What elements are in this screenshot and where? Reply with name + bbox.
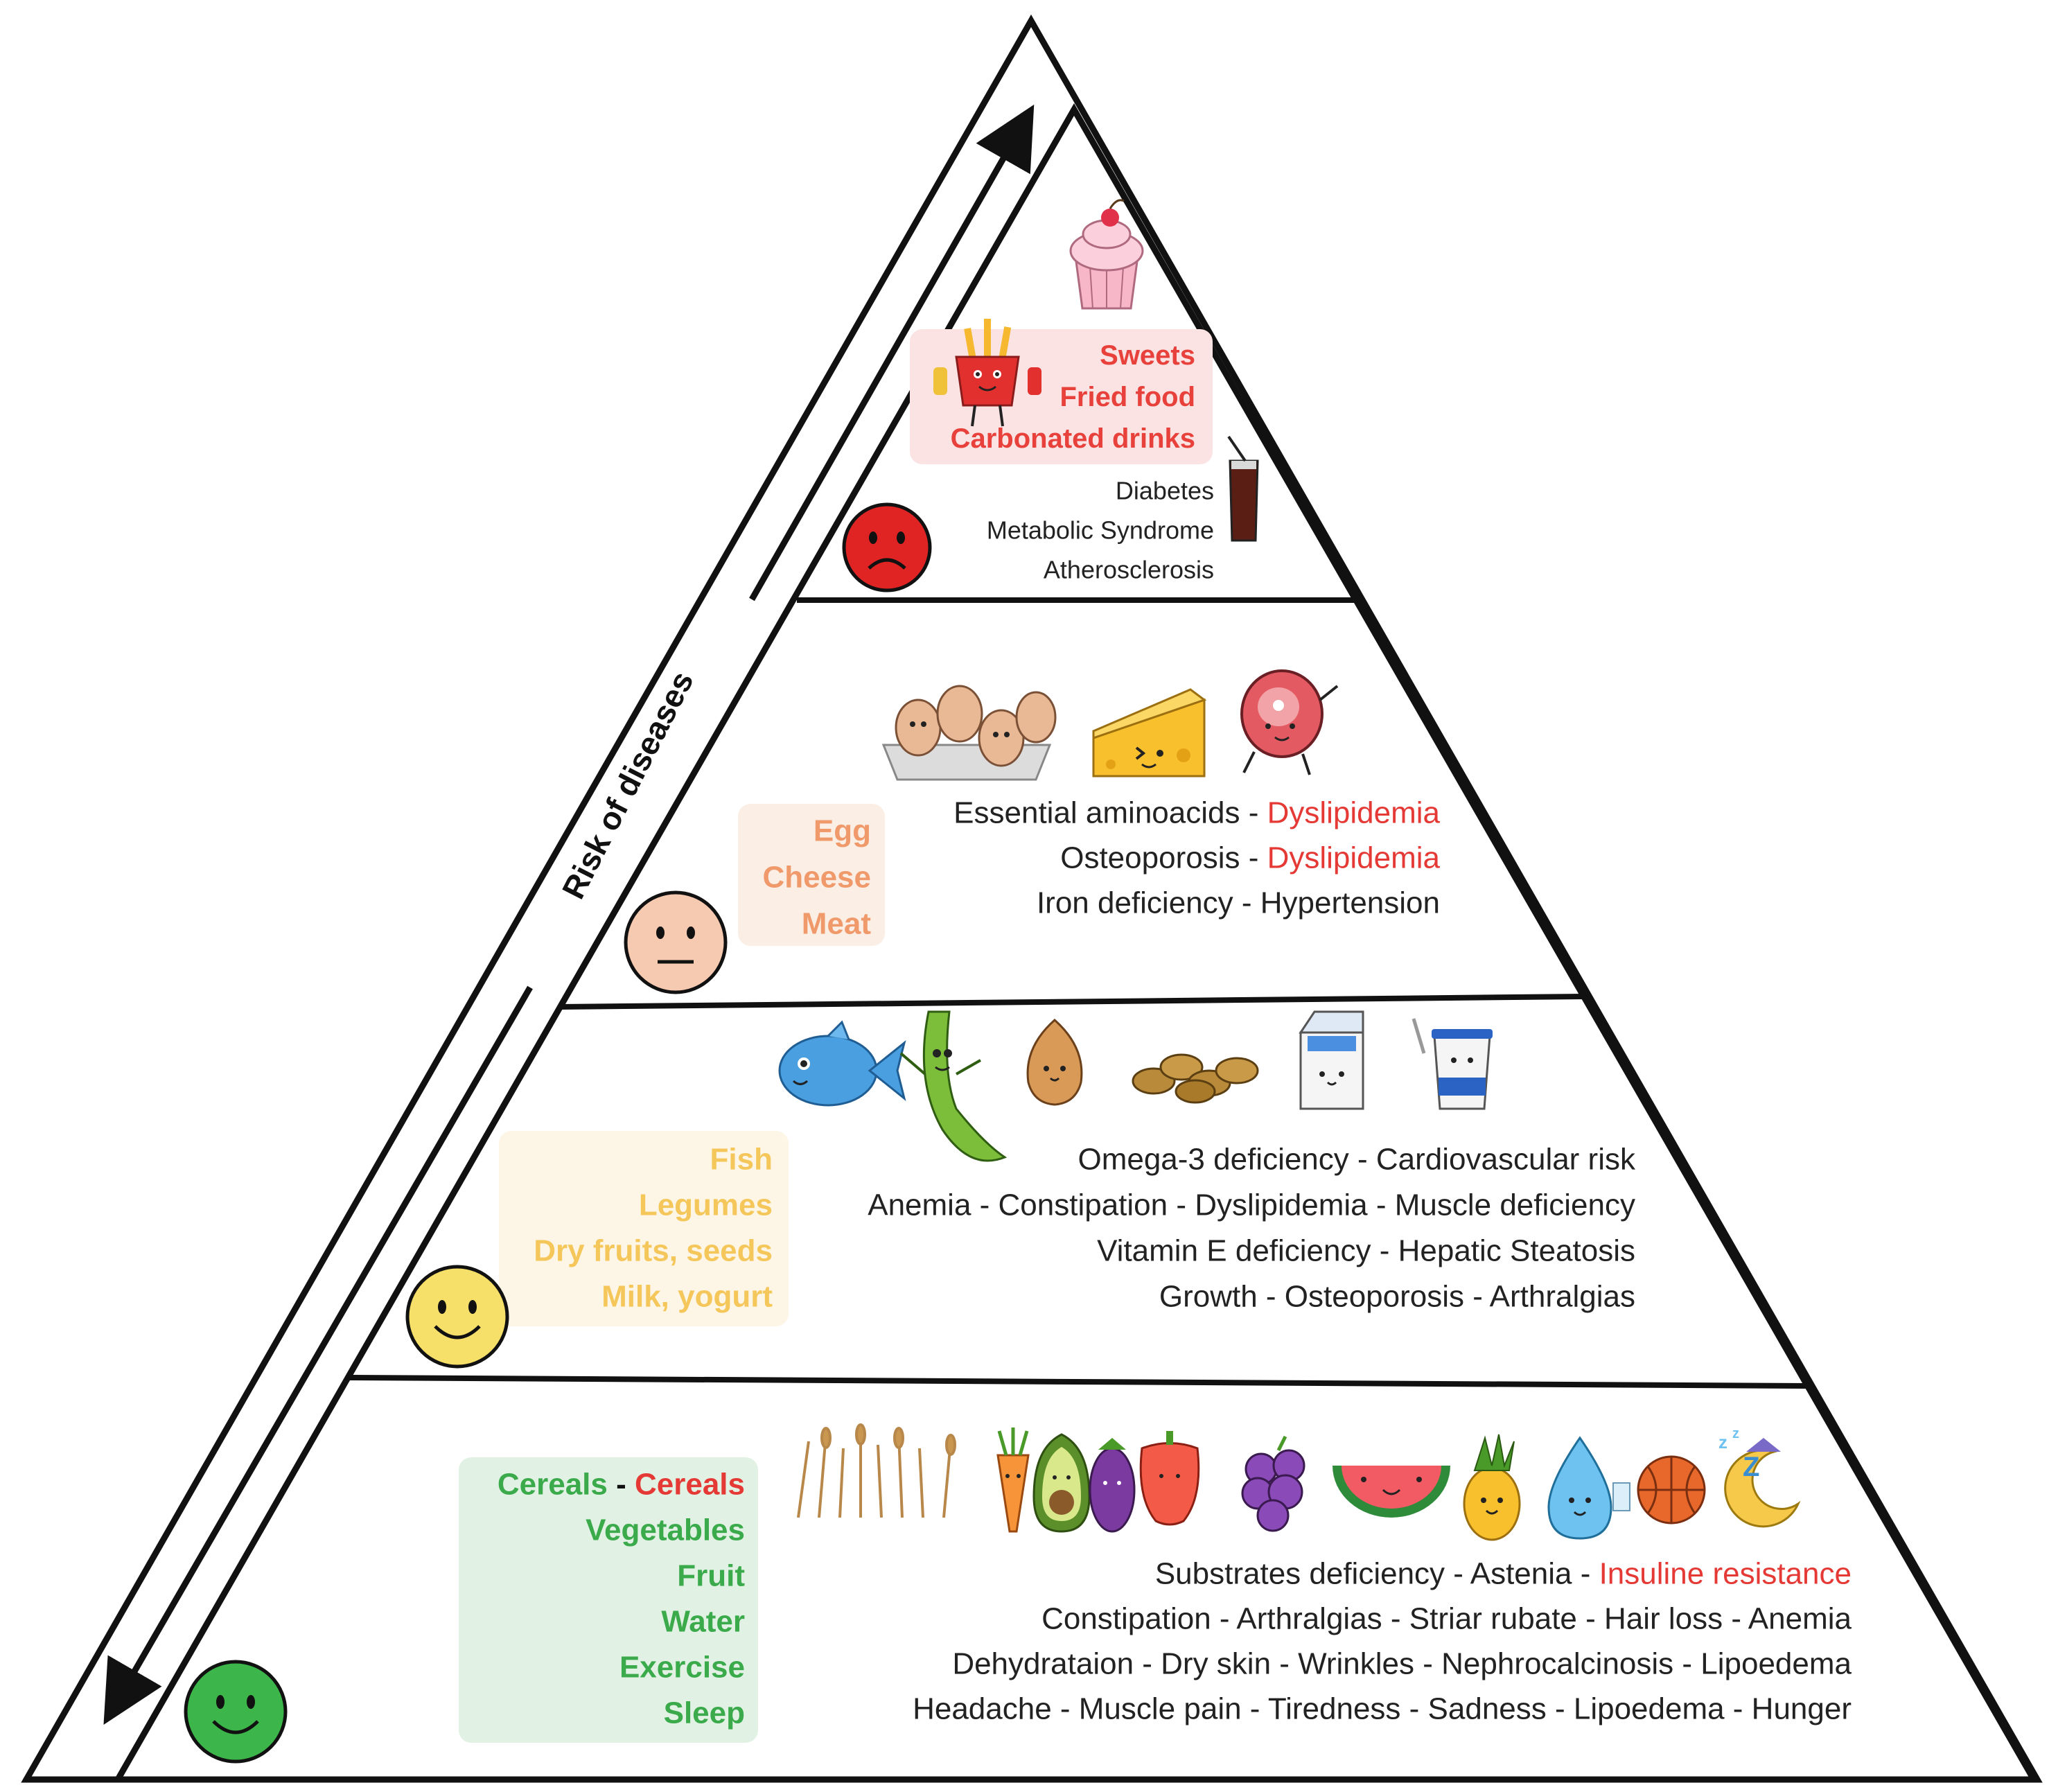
- food-label: Water: [661, 1604, 745, 1638]
- disease-line: Diabetes: [1116, 477, 1214, 505]
- neutral-face-icon: [624, 890, 728, 994]
- risk-arrow-down: [103, 985, 533, 1725]
- fish-icon: [778, 1020, 906, 1107]
- yogurt-icon: [1412, 1018, 1493, 1110]
- eggplant-icon: [1089, 1438, 1136, 1533]
- almond-icon: [1026, 1018, 1083, 1106]
- seeds-icon: [1132, 1053, 1259, 1104]
- disease-line: Substrates deficiency - Astenia - Insuli…: [1155, 1556, 1852, 1590]
- food-label: Cereals - Cereals: [498, 1467, 745, 1501]
- food-label: Legumes: [639, 1188, 773, 1222]
- meat-icon: [1240, 669, 1339, 775]
- pineapple-icon: [1463, 1434, 1521, 1541]
- tier-upper-middle-disease-list: Essential aminoacids - DyslipidemiaOsteo…: [953, 796, 1440, 920]
- disease-line: Omega-3 deficiency - Cardiovascular risk: [1078, 1142, 1636, 1176]
- moon-sleep-icon: z z Z: [1718, 1426, 1801, 1528]
- food-label: Milk, yogurt: [601, 1279, 773, 1313]
- food-label: Fish: [710, 1142, 773, 1176]
- avocado-icon: [1032, 1433, 1091, 1533]
- fries-icon: [933, 319, 1041, 427]
- grapes-icon: [1241, 1435, 1305, 1532]
- tier-base-food-box: [459, 1457, 758, 1743]
- tier-lower-middle-food-box: [499, 1131, 789, 1326]
- tier-base: Cereals - CerealsVegetablesFruitWaterExe…: [184, 1423, 1852, 1764]
- tier-separator-2: [559, 994, 1585, 1010]
- tier-lower-middle-disease-list: Omega-3 deficiency - Cardiovascular risk…: [868, 1142, 1636, 1313]
- food-label: Dry fruits, seeds: [534, 1233, 773, 1267]
- wheat-icon: [797, 1423, 956, 1518]
- milk-carton-icon: [1299, 1010, 1364, 1110]
- food-label: Meat: [802, 906, 872, 940]
- food-label: Sweets: [1100, 340, 1195, 371]
- eggs-icon: [881, 685, 1057, 781]
- food-label: Cheese: [762, 860, 871, 894]
- disease-line: Dehydrataion - Dry skin - Wrinkles - Nep…: [952, 1646, 1852, 1680]
- tier-base-disease-list: Substrates deficiency - Astenia - Insuli…: [913, 1556, 1852, 1725]
- disease-line: Atherosclerosis: [1044, 556, 1214, 584]
- tier-upper-middle-food-box: [738, 804, 885, 946]
- cupcake-icon: [1069, 199, 1144, 310]
- disease-line: Anemia - Constipation - Dyslipidemia - M…: [868, 1188, 1635, 1222]
- food-label: Fruit: [677, 1558, 745, 1592]
- disease-line: Essential aminoacids - Dyslipidemia: [953, 796, 1440, 829]
- food-label: Egg: [814, 814, 871, 847]
- food-label: Vegetables: [586, 1513, 745, 1547]
- svg-text:Z: Z: [1743, 1452, 1759, 1482]
- happy-face-icon: [184, 1660, 288, 1764]
- food-label: Carbonated drinks: [951, 423, 1195, 454]
- risk-axis-label: Risk of diseases: [555, 665, 701, 904]
- food-label: Exercise: [619, 1650, 745, 1684]
- disease-line: Growth - Osteoporosis - Arthralgias: [1159, 1279, 1635, 1313]
- tier-separator-3: [346, 1375, 1809, 1389]
- sad-face-icon: [842, 502, 932, 592]
- water-drop-icon: [1547, 1436, 1630, 1540]
- disease-line: Iron deficiency - Hypertension: [1037, 886, 1440, 920]
- tier-base-food-labels: Cereals - CerealsVegetablesFruitWaterExe…: [498, 1467, 745, 1730]
- disease-line: Constipation - Arthralgias - Striar ruba…: [1041, 1601, 1852, 1635]
- pepper-icon: [1139, 1431, 1200, 1526]
- smile-face-icon: [405, 1265, 509, 1369]
- cheese-icon: [1092, 688, 1207, 778]
- risk-arrow-up: [749, 104, 1035, 601]
- pea-pod-icon: [899, 1010, 1008, 1162]
- disease-line: Osteoporosis - Dyslipidemia: [1060, 841, 1440, 875]
- soda-glass-icon: [1227, 435, 1259, 542]
- disease-line: Headache - Muscle pain - Tiredness - Sad…: [913, 1692, 1852, 1725]
- disease-line: Metabolic Syndrome: [987, 516, 1214, 545]
- food-label: Fried food: [1059, 382, 1195, 412]
- basketball-icon: [1637, 1455, 1706, 1525]
- carrot-icon: [996, 1428, 1030, 1533]
- svg-text:z: z: [1718, 1432, 1727, 1452]
- watermelon-icon: [1333, 1466, 1450, 1518]
- svg-text:z: z: [1732, 1426, 1739, 1441]
- food-label: Sleep: [664, 1696, 745, 1730]
- disease-line: Vitamin E deficiency - Hepatic Steatosis: [1097, 1233, 1635, 1267]
- pyramid-inner-triangle: [112, 103, 2039, 1783]
